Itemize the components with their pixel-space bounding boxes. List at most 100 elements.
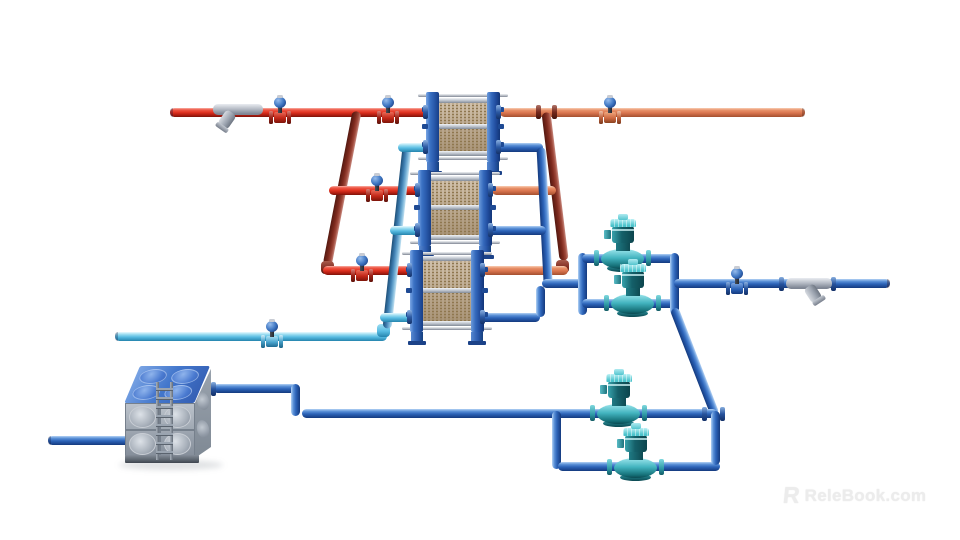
hx-rail <box>431 235 479 240</box>
hx-port-flange <box>415 223 420 237</box>
transfer-pump-3 <box>590 369 648 427</box>
tank-ladder-rail <box>170 382 173 460</box>
tank-front-panel-circle <box>129 406 156 428</box>
hx-port-flange <box>415 183 420 197</box>
hx-leg <box>419 246 431 257</box>
hx-rail <box>439 151 487 156</box>
pump-flange <box>604 295 609 311</box>
pump-group1-left-header-pipe <box>578 253 587 315</box>
hx-rail <box>439 98 487 103</box>
pump-stand <box>629 451 643 460</box>
strainer-body <box>213 104 263 115</box>
pump-junction-box <box>604 230 611 239</box>
hx-foot <box>408 341 426 345</box>
pump-group2-feed-pipe <box>302 409 717 418</box>
pump-motor-cap <box>631 423 641 429</box>
tank-ladder-rung <box>156 406 173 409</box>
pump-flange <box>642 405 647 421</box>
hx-port-flange <box>423 140 428 154</box>
hx3-cold-outlet-pipe <box>480 313 540 322</box>
valve-actuator-icon <box>604 95 616 108</box>
valve-flange <box>366 189 370 202</box>
pump-flange <box>607 459 612 475</box>
valve-flange <box>279 335 283 348</box>
valve-stem <box>608 105 612 113</box>
valve-flange <box>617 111 621 124</box>
valve-discharge-main <box>725 266 749 295</box>
valve-stem <box>735 276 739 284</box>
valve-flange <box>395 111 399 124</box>
valve-hot-supply-2 <box>376 95 400 124</box>
valve-flange <box>269 111 273 124</box>
pump-fan-cover <box>606 374 632 382</box>
pump-flange <box>656 295 661 311</box>
valve-flange <box>599 111 603 124</box>
valve-cold-supply <box>260 319 284 348</box>
pump-group-link-riser-pipe <box>669 306 720 417</box>
heat-exchanger-3 <box>402 250 492 348</box>
tank-top-panel-circle <box>136 369 170 384</box>
hx-leg <box>487 162 499 173</box>
tank-ladder-rung <box>156 442 173 445</box>
pump-stand <box>612 397 626 406</box>
tank-outlet-drop-pipe <box>291 384 300 416</box>
valve-body <box>382 112 394 123</box>
strainer-flange <box>831 277 836 291</box>
tank-ladder-rung <box>156 415 173 418</box>
pump-flange <box>590 405 595 421</box>
hx-port-flange <box>496 105 501 119</box>
hot-tee-flange <box>552 105 557 119</box>
hx-tie-rod <box>410 241 500 244</box>
valve-flange <box>261 335 265 348</box>
hx-bolt <box>490 226 496 231</box>
tank-ladder-rung <box>156 433 173 436</box>
valve-actuator-icon <box>371 173 383 186</box>
hx-frame-left <box>426 92 439 162</box>
pump-motor <box>608 381 630 398</box>
pump-motor <box>612 226 634 243</box>
tank-top-panel-circle <box>168 369 202 384</box>
hot-return-main-pipe <box>500 108 805 117</box>
pump-junction-box <box>614 275 621 284</box>
hx-frame-left <box>410 250 423 332</box>
tank-ladder-rung <box>156 451 173 454</box>
hx-leg <box>471 332 483 343</box>
valve-body <box>266 336 278 347</box>
valve-hx3-hot-inlet <box>350 253 374 282</box>
pump-motor <box>622 271 644 288</box>
strainer-body <box>786 278 832 289</box>
pump-junction-box <box>617 439 624 448</box>
hx2-cold-outlet-pipe <box>488 226 546 235</box>
pump-flange <box>594 250 599 266</box>
pump-stand <box>616 242 630 251</box>
pump-volute <box>611 294 654 314</box>
hx-bolt <box>498 107 504 112</box>
valve-actuator-icon <box>266 319 278 332</box>
hx3-hot-outlet-pipe <box>482 266 568 275</box>
hx-bolt <box>422 124 428 129</box>
valve-stem <box>375 183 379 191</box>
heat-exchanger-2 <box>410 170 500 262</box>
pump-motor <box>625 435 647 452</box>
hx-bolt <box>414 205 420 210</box>
valve-hx2-hot-inlet <box>365 173 389 202</box>
valve-actuator-icon <box>731 266 743 279</box>
heat-exchanger-1 <box>418 92 508 178</box>
hx-tie-rod <box>402 327 492 330</box>
hx-bolt <box>482 312 488 317</box>
pump-motor-cap <box>618 214 628 220</box>
tank-skid-base <box>125 455 199 463</box>
y-strainer-hot-supply <box>213 104 263 134</box>
pump-motor-cap <box>628 259 638 265</box>
valve-body <box>371 190 383 201</box>
cold-supply-main-pipe <box>115 332 387 341</box>
group2-tee-flange <box>702 407 707 421</box>
watermark: R ReleBook.com <box>782 482 926 508</box>
tank-ladder-rail <box>156 382 159 460</box>
hx-leg <box>427 162 439 173</box>
valve-body <box>274 112 286 123</box>
transfer-pump-4 <box>607 423 665 481</box>
hx-rail <box>423 321 471 326</box>
pump-fan-cover <box>623 428 649 436</box>
hx-bolt <box>490 186 496 191</box>
